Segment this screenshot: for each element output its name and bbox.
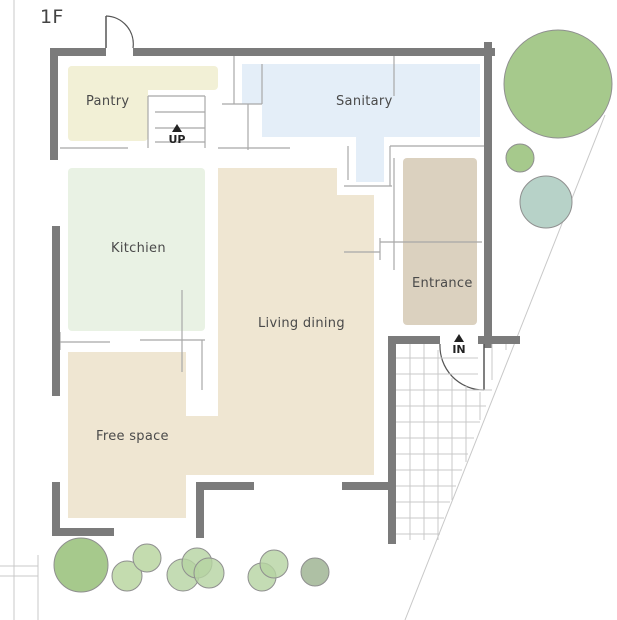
up-label: UP	[168, 133, 186, 146]
room-label-pantry: Pantry	[86, 94, 130, 109]
tree	[132, 543, 162, 573]
entrance-door-swing	[439, 343, 485, 391]
tree	[193, 557, 225, 589]
wall	[52, 528, 114, 536]
room-label-living-dining: Living dining	[258, 316, 345, 331]
tree	[300, 557, 330, 587]
wall	[50, 48, 106, 56]
door-swing	[105, 15, 134, 49]
in-arrow-icon	[454, 334, 464, 342]
entrance-marker: IN	[446, 334, 472, 356]
tree	[519, 175, 573, 229]
kitchen-area	[68, 168, 205, 331]
wall	[52, 226, 60, 396]
wall	[52, 482, 60, 536]
room-label-sanitary: Sanitary	[336, 94, 393, 109]
porch-tiles	[396, 344, 507, 540]
sanitary-area	[242, 64, 480, 182]
wall	[196, 482, 254, 490]
room-label-kitchen: Kitchien	[111, 241, 166, 256]
up-stairs-marker: UP	[164, 124, 190, 146]
tree	[111, 560, 143, 592]
up-arrow-icon	[172, 124, 182, 132]
wall	[478, 336, 520, 344]
wall	[342, 482, 394, 490]
tree	[259, 549, 289, 579]
in-label: IN	[452, 343, 466, 356]
room-label-free-space: Free space	[96, 429, 169, 444]
living-dining-area	[68, 168, 374, 518]
floor-label: 1F	[40, 6, 64, 28]
tree	[53, 537, 109, 593]
wall	[484, 42, 492, 348]
tree	[503, 29, 613, 139]
room-label-entrance: Entrance	[412, 276, 473, 291]
wall	[388, 336, 396, 544]
wall	[133, 48, 495, 56]
tree	[505, 143, 535, 173]
pantry-area	[68, 66, 148, 141]
wall	[388, 336, 440, 344]
wall	[196, 482, 204, 538]
wall	[50, 48, 58, 160]
